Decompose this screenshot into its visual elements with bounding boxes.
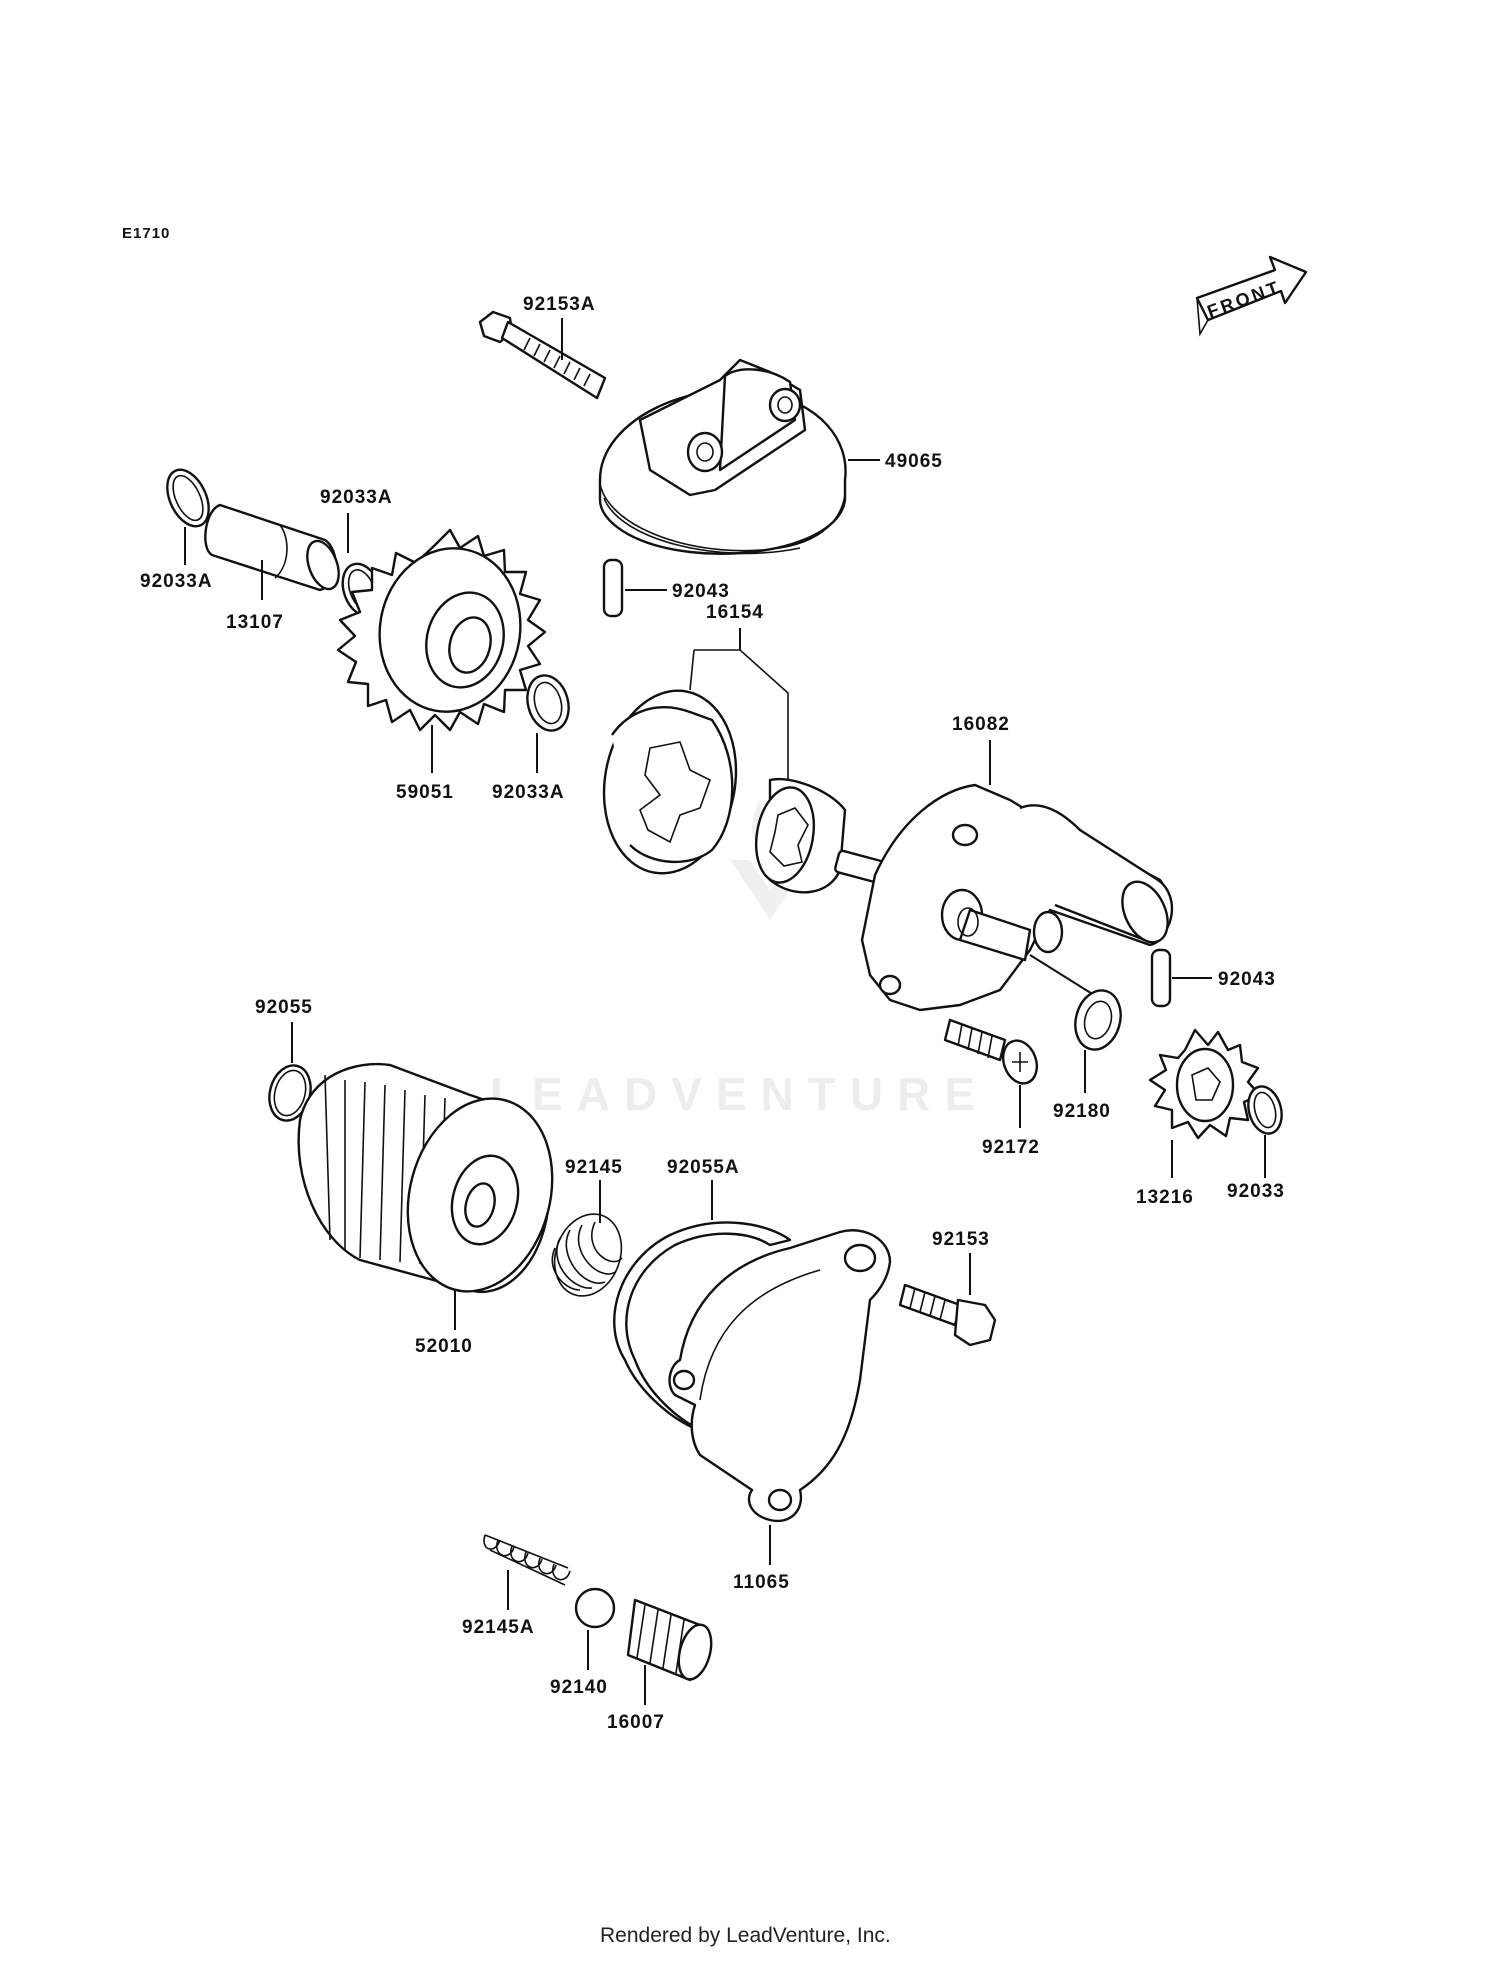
- part-label: 49065: [885, 451, 943, 472]
- oil-filter: [297, 1062, 554, 1293]
- part-label: 92180: [1053, 1101, 1111, 1122]
- screw: [943, 1018, 1039, 1085]
- part-label: 92043: [672, 581, 730, 602]
- part-labels: 92153A 49065 92033A 92033A 13107 92043 1…: [140, 294, 1285, 1733]
- part-label: 92055: [255, 997, 313, 1018]
- part-label: 11065: [733, 1572, 790, 1593]
- part-label: 92033A: [140, 571, 213, 592]
- watermark-text: LEADVENTURE: [490, 1068, 989, 1120]
- relief-spring: [483, 1534, 571, 1586]
- leader-lines: [184, 318, 1266, 1705]
- part-label: 52010: [415, 1336, 473, 1357]
- pump-gear: [336, 528, 547, 732]
- part-label: 92055A: [667, 1157, 740, 1178]
- o-ring: [268, 1064, 312, 1122]
- part-label: 13107: [226, 612, 284, 633]
- shaft: [204, 503, 340, 592]
- circlip-gear: [526, 674, 570, 732]
- diagram-code: E1710: [122, 225, 170, 242]
- relief-plug: [626, 1598, 713, 1682]
- filter-cover: [668, 1229, 892, 1523]
- part-label: 92033: [1227, 1181, 1285, 1202]
- part-label: 92140: [550, 1677, 608, 1698]
- footer-credit: Rendered by LeadVenture, Inc.: [600, 1924, 891, 1947]
- pin-right: [1150, 948, 1172, 1008]
- bolt-cover: [898, 1283, 997, 1347]
- part-label: 92033A: [492, 782, 565, 803]
- washer: [1074, 989, 1122, 1051]
- rotor-set: [602, 649, 884, 894]
- circlip-right: [1247, 1085, 1283, 1135]
- pin-upper: [602, 558, 624, 618]
- part-label: 13216: [1136, 1187, 1194, 1208]
- part-label: 92153: [932, 1229, 990, 1250]
- pump-body: [860, 783, 1174, 1012]
- bolt-top: [478, 310, 607, 400]
- relief-ball: [574, 1587, 616, 1629]
- small-gear: [1148, 1028, 1262, 1140]
- oil-strainer-cap: [598, 358, 847, 555]
- part-label: 16082: [952, 714, 1010, 735]
- part-label: 16154: [706, 602, 764, 623]
- filter-spring: [551, 1213, 623, 1297]
- part-label: 92033A: [320, 487, 393, 508]
- front-arrow-icon: FRONT: [1195, 255, 1308, 337]
- part-label: 92145A: [462, 1617, 535, 1638]
- part-label: 92043: [1218, 969, 1276, 990]
- part-label: 59051: [396, 782, 454, 803]
- part-label: 92153A: [523, 294, 596, 315]
- part-label: 92145: [565, 1157, 623, 1178]
- part-label: 92172: [982, 1137, 1040, 1158]
- circlip-upper-left: [166, 468, 210, 528]
- part-label: 16007: [607, 1712, 665, 1733]
